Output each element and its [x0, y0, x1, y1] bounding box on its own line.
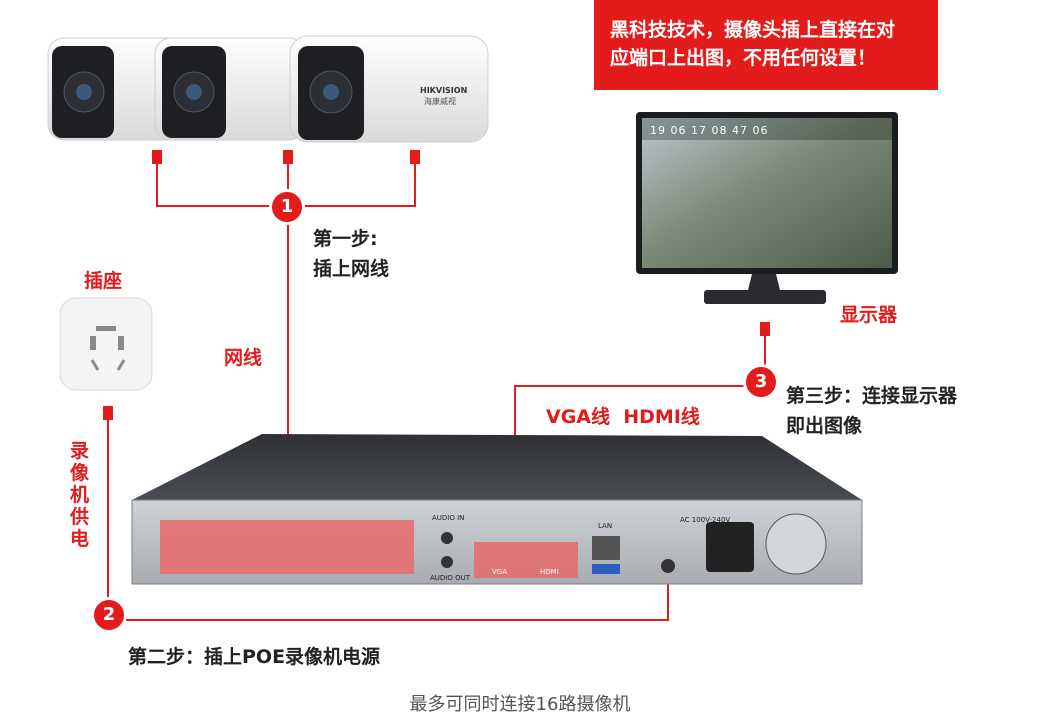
network-cable-label: 网线	[224, 347, 263, 369]
step3-text: 第三步：连接显示器 即出图像	[786, 381, 957, 441]
nvr-power-cable	[107, 420, 669, 621]
monitor-label: 显示器	[840, 304, 898, 326]
nvr-lan-port	[592, 536, 620, 560]
monitor-screen	[642, 118, 892, 268]
camera-brand: HIKVISION	[420, 86, 468, 95]
nvr-recorder	[131, 434, 863, 585]
nvr-poe-ports	[160, 520, 414, 574]
socket-connector	[103, 406, 113, 420]
camera-right	[289, 35, 489, 143]
nvr-audio-out-label: AUDIO OUT	[430, 574, 471, 582]
vga-hdmi-label: VGA线 HDMI线	[546, 406, 700, 428]
power-socket	[59, 297, 153, 391]
nvr-power-inlet	[661, 559, 675, 573]
monitor-connector	[760, 322, 770, 336]
promo-banner: 黑科技技术，摄像头插上直接在对 应端口上出图，不用任何设置！	[594, 0, 938, 90]
step1-text: 第一步: 插上网线	[313, 224, 389, 284]
nvr-audio-in-port	[441, 532, 453, 544]
nvr-hdmi-label: HDMI	[540, 568, 559, 576]
step2-badge: 2	[91, 597, 127, 633]
camera-left-connector	[152, 150, 162, 164]
monitor-osd: 19 06 17 08 47 06	[650, 124, 769, 137]
step2-text: 第二步：插上POE录像机电源	[128, 646, 381, 668]
camera-right-connector	[410, 150, 420, 164]
nvr-fan	[765, 513, 827, 575]
nvr-video-ports	[474, 542, 578, 578]
step3-line2: 即出图像	[786, 415, 863, 437]
nvr-usb-port	[592, 564, 620, 574]
nvr-power-rating: AC 100V-240V	[680, 516, 731, 524]
nvr-audio-out-port	[441, 556, 453, 568]
camera-brand-cn: 海康威视	[424, 97, 456, 106]
nvr-lan-label: LAN	[598, 522, 613, 530]
step1-badge: 1	[269, 189, 305, 225]
socket-label: 插座	[84, 270, 123, 292]
promo-banner-line2: 应端口上出图，不用任何设置！	[610, 47, 877, 69]
step3-badge: 3	[743, 364, 779, 400]
camera-middle	[154, 37, 306, 141]
nvr-vga-label: VGA	[492, 568, 508, 576]
nvr-power-label: 录像机供电	[70, 440, 90, 550]
step1-line1: 第一步:	[313, 228, 378, 250]
footer-caption: 最多可同时连接16路摄像机	[409, 694, 631, 715]
step1-line2: 插上网线	[313, 258, 390, 280]
step3-line1: 第三步：连接显示器	[786, 385, 958, 407]
monitor	[636, 112, 898, 304]
nvr-ac-socket	[706, 522, 754, 572]
camera-middle-connector	[283, 150, 293, 164]
nvr-audio-in-label: AUDIO IN	[432, 514, 465, 522]
promo-banner-line1: 黑科技技术，摄像头插上直接在对	[610, 19, 896, 41]
